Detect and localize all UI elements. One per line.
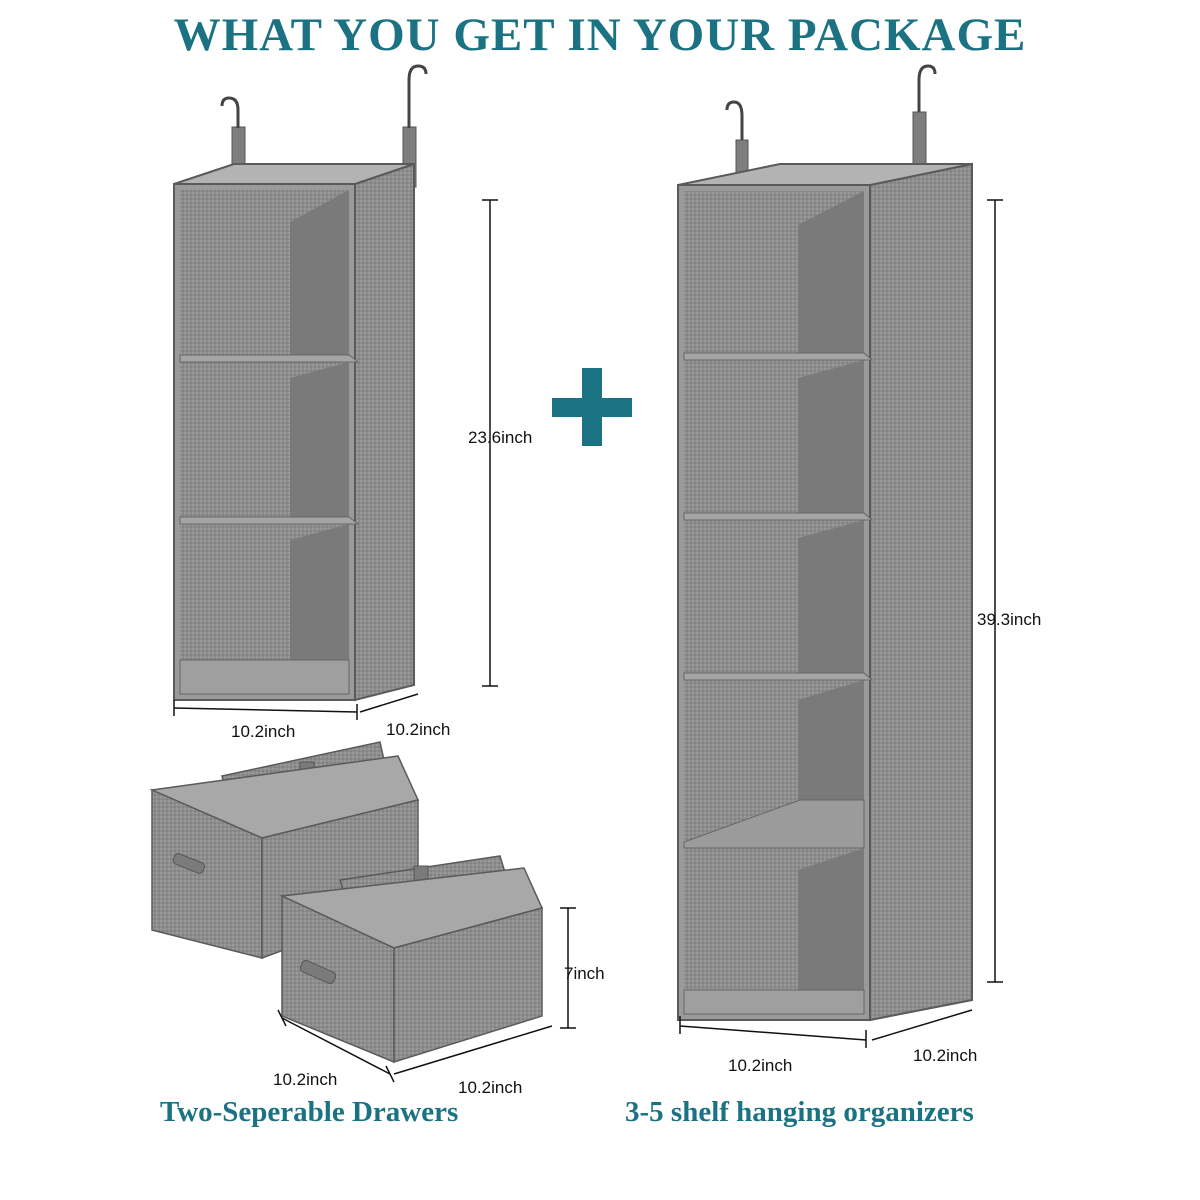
plus-icon xyxy=(552,368,632,446)
shelf xyxy=(179,354,360,363)
shelf xyxy=(683,512,874,521)
shelf xyxy=(179,659,350,695)
caption-organizers: 3-5 shelf hanging organizers xyxy=(625,1096,974,1128)
dimension-label-height-drawer: 7inch xyxy=(564,964,605,983)
caption-drawers: Two-Seperable Drawers xyxy=(160,1096,459,1128)
shelf xyxy=(683,672,874,681)
dimension-label-width-drawer: 10.2inch xyxy=(273,1070,338,1089)
dimension-label-depth-drawer: 10.2inch xyxy=(458,1078,523,1097)
dimension-label-depth-5-shelf: 10.2inch xyxy=(913,1046,978,1065)
dimension-label-width-3-shelf: 10.2inch xyxy=(231,722,296,741)
shelf xyxy=(179,516,360,525)
dimension-label-height-3-shelf: 23.6inch xyxy=(468,428,533,447)
hook-icon xyxy=(220,96,240,128)
dimension-label-height-5-shelf: 39.3inch xyxy=(977,610,1042,629)
page-title: WHAT YOU GET IN YOUR PACKAGE xyxy=(173,9,1027,61)
drawer-handle xyxy=(172,853,206,874)
drawer-handle xyxy=(299,959,337,985)
dimension-label-width-5-shelf: 10.2inch xyxy=(728,1056,793,1075)
hook-icon xyxy=(725,100,744,140)
top-panel xyxy=(173,163,415,185)
drawer-front xyxy=(277,855,576,1083)
organizer-5-shelf xyxy=(677,64,1003,1048)
side-panel xyxy=(354,162,415,702)
shelf xyxy=(683,352,874,361)
hook-icon xyxy=(917,64,937,112)
side-panel xyxy=(869,162,973,1022)
hook-icon xyxy=(407,64,428,128)
shelf xyxy=(683,989,865,1015)
shelf xyxy=(683,799,865,849)
organizer-3-shelf xyxy=(173,64,498,720)
dimension-label-depth-3-shelf: 10.2inch xyxy=(386,720,451,739)
top-panel xyxy=(677,163,973,186)
